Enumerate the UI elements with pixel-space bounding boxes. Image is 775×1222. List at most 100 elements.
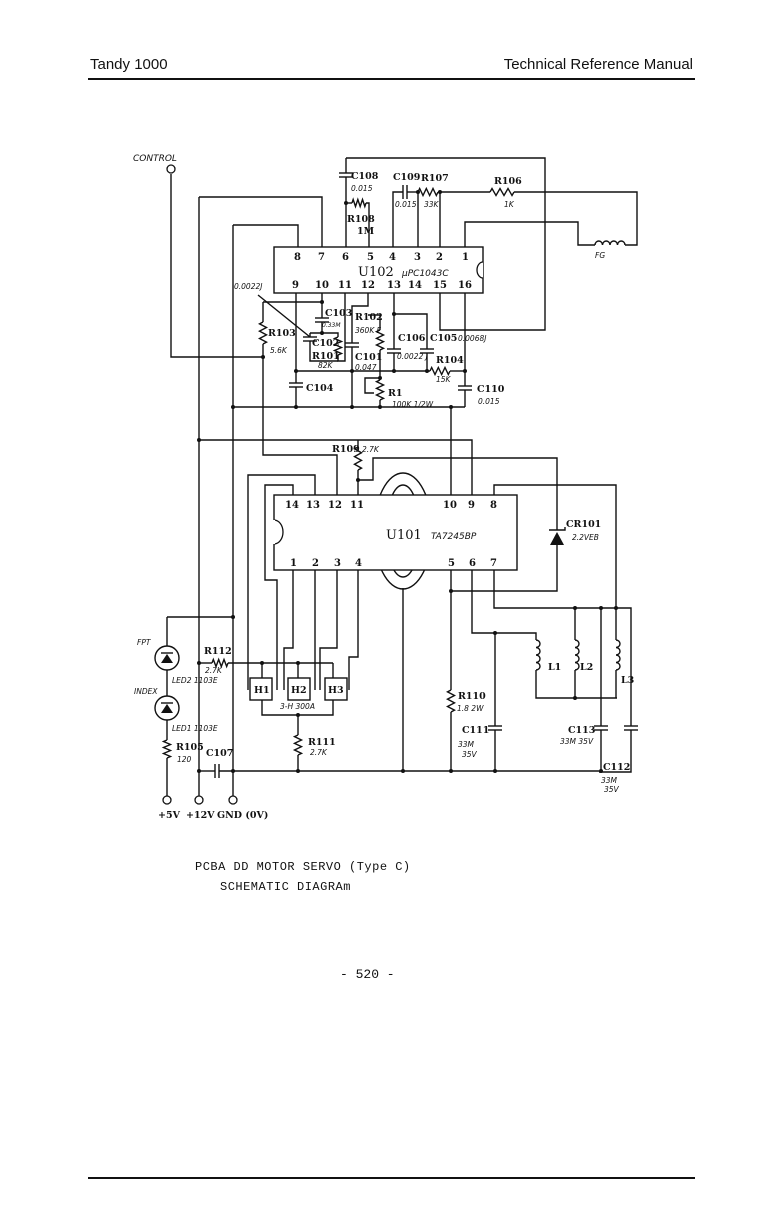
c112-capacitor xyxy=(624,725,638,731)
wire xyxy=(309,341,338,362)
pin-label: 12 xyxy=(361,280,375,291)
c106-capacitor xyxy=(387,348,401,354)
c110-capacitor xyxy=(458,385,472,391)
r106-resistor xyxy=(489,187,515,197)
c102-label: C102 xyxy=(312,338,339,349)
junction-dot xyxy=(320,300,324,304)
junction-dot xyxy=(493,631,497,635)
c103-value: 0.33M xyxy=(322,322,341,329)
c103-capacitor xyxy=(315,317,329,323)
c104-label: C104 xyxy=(306,383,334,394)
c102-value: 0.0022J xyxy=(234,282,262,291)
c105-value: 0.0068J xyxy=(458,334,486,343)
pin-label: 1 xyxy=(462,252,469,263)
pin-label: 9 xyxy=(292,280,299,291)
r1-value: 100K 1/2W xyxy=(392,400,434,409)
fg-coil xyxy=(594,240,626,246)
wire xyxy=(471,570,496,726)
cr101-value: 2.2VEB xyxy=(572,533,599,542)
junction-dot xyxy=(378,376,382,380)
r105-resistor xyxy=(161,739,173,759)
pin-label: 5 xyxy=(448,558,455,569)
wire xyxy=(348,570,359,690)
header-rule xyxy=(88,78,695,80)
wire xyxy=(535,670,617,699)
control-label: CONTROL xyxy=(133,154,177,164)
wire xyxy=(346,157,546,331)
junction-dot xyxy=(294,369,298,373)
c111-voltage: 35V xyxy=(462,750,478,759)
led2-fpt-icon xyxy=(154,645,180,671)
junction-dot xyxy=(392,369,396,373)
pin-label: 2 xyxy=(312,558,319,569)
l3-coil xyxy=(615,639,621,671)
wire xyxy=(464,221,595,247)
wire xyxy=(283,570,294,690)
wires xyxy=(166,157,638,796)
c108-label: C108 xyxy=(351,171,379,182)
wire xyxy=(366,202,370,247)
r106-value: 1K xyxy=(504,200,515,209)
led1-index-icon xyxy=(154,695,180,721)
led2-label: LED2 1103E xyxy=(172,676,218,685)
junction-dot xyxy=(231,769,235,773)
r104-value: 15K xyxy=(436,375,452,384)
junction-dot xyxy=(344,201,348,205)
c101-capacitor xyxy=(345,342,359,348)
hall-sensor-part: 3-H 300A xyxy=(280,702,315,711)
junction-dot xyxy=(231,405,235,409)
wire xyxy=(364,377,380,394)
junction-dot xyxy=(261,355,265,359)
junction-dot xyxy=(260,661,264,665)
h3-hall-sensor xyxy=(324,677,348,701)
r111-value: 2.7K xyxy=(310,748,328,757)
wire xyxy=(310,332,339,337)
junction-dot xyxy=(401,769,405,773)
header-manual-name: Technical Reference Manual xyxy=(503,56,693,73)
r108-label: R108 xyxy=(347,214,375,225)
cr101-zener-bar xyxy=(549,527,566,531)
l2-coil xyxy=(574,639,580,671)
pin-label: 4 xyxy=(389,252,396,263)
c103-label: C103 xyxy=(325,308,352,319)
c108-value: 0.015 xyxy=(351,184,373,193)
terminal-12v-label: +12V xyxy=(186,810,215,821)
r104-label: R104 xyxy=(436,355,464,366)
junction-dot xyxy=(599,606,603,610)
h1-label: H1 xyxy=(254,685,270,696)
junction-dot xyxy=(416,190,420,194)
u102-notch xyxy=(476,261,484,279)
terminal-5v-icon xyxy=(162,795,172,805)
junction-dot xyxy=(438,190,442,194)
wire xyxy=(599,730,632,773)
cr101-label: CR101 xyxy=(566,519,601,530)
wire xyxy=(495,632,537,640)
pin-label: 13 xyxy=(306,500,320,511)
led-triangle xyxy=(161,704,173,713)
pin-label: 11 xyxy=(350,500,364,511)
pin-label: 12 xyxy=(328,500,342,511)
junction-dot xyxy=(425,369,429,373)
pin-label: 8 xyxy=(490,500,497,511)
u102-pins: 8 7 6 5 4 3 2 1 9 10 11 12 13 14 15 16 xyxy=(292,252,472,291)
wire xyxy=(493,570,632,726)
pin-label: 10 xyxy=(315,280,329,291)
c106-label: C106 xyxy=(398,333,426,344)
r107-resistor xyxy=(417,186,439,198)
wire xyxy=(247,474,316,690)
c112-voltage: 35V xyxy=(604,785,620,794)
junction-dot xyxy=(296,769,300,773)
junction-dot xyxy=(392,312,396,316)
junction-dot xyxy=(356,478,360,482)
u102-part-number: μPC1043C xyxy=(401,269,449,279)
u101-chip xyxy=(273,494,518,571)
c101-label: C101 xyxy=(355,352,382,363)
r107-label: R107 xyxy=(421,173,449,184)
r112-value: 2.7K xyxy=(205,666,223,675)
r103-resistor xyxy=(257,321,269,345)
wire xyxy=(264,484,294,690)
u101-pins: 14 13 12 11 10 9 8 1 2 3 4 5 6 7 xyxy=(285,500,497,569)
junction-dot xyxy=(296,661,300,665)
fpt-label: FPT xyxy=(137,638,152,647)
c105-capacitor xyxy=(420,348,434,354)
